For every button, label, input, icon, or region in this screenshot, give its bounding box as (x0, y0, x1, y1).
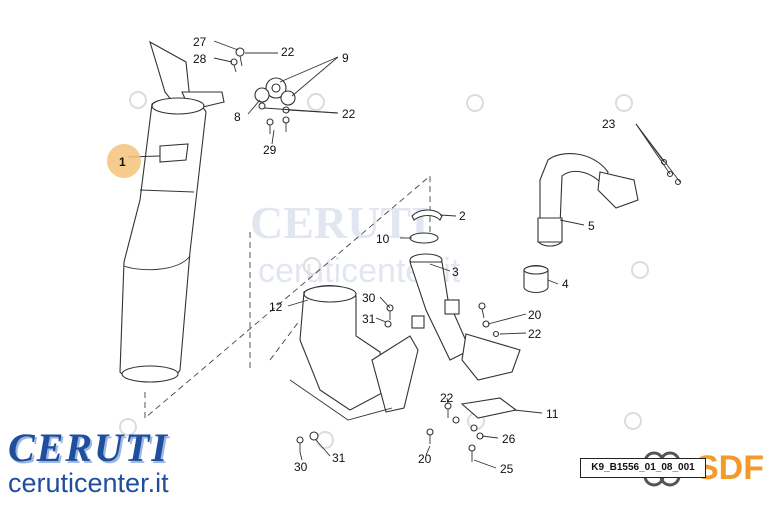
callout-8: 8 (234, 110, 241, 124)
callout-2: 2 (459, 209, 466, 223)
callout-20-upper: 20 (528, 308, 542, 322)
muffler-part-1 (119, 40, 225, 383)
leader-lines (127, 40, 681, 469)
callout-22-lower: 22 (440, 391, 454, 405)
drawing-reference-code: K9_B1556_01_08_001 (580, 458, 706, 478)
callout-3: 3 (452, 265, 459, 279)
callout-29: 29 (263, 143, 277, 157)
callout-labels: 1 2 3 4 5 8 9 10 11 12 20 20 22 22 22 22… (119, 35, 616, 476)
gasket-part-10 (409, 232, 439, 244)
hardware-top (230, 47, 296, 134)
callout-28: 28 (193, 52, 207, 66)
screws-hardware (296, 158, 682, 462)
callout-31-upper: 31 (362, 312, 376, 326)
elbow-pipe-part-5 (537, 153, 639, 247)
callout-20-lower: 20 (418, 452, 432, 466)
heat-shield-part-12 (289, 285, 419, 421)
callout-23: 23 (602, 117, 616, 131)
callout-22-right: 22 (528, 327, 542, 341)
callout-10: 10 (376, 232, 390, 246)
ceruti-logo-url: ceruticenter.it (8, 468, 169, 498)
ceruti-logo: CERUTI ceruticenter.it (8, 425, 228, 499)
callout-26: 26 (502, 432, 516, 446)
callout-22-top: 22 (281, 45, 295, 59)
sdf-logo-text: SDF (696, 449, 764, 487)
callout-1: 1 (119, 155, 126, 169)
callout-25: 25 (500, 462, 514, 476)
callout-12: 12 (269, 300, 283, 314)
callout-11: 11 (546, 407, 559, 421)
callout-4: 4 (562, 277, 569, 291)
pipe-part-3 (409, 253, 521, 381)
ceruti-logo-word: CERUTI (8, 425, 169, 470)
highlight-marker (107, 144, 141, 178)
callout-22-mid: 22 (342, 107, 356, 121)
assembly-guide-lines (144, 175, 431, 419)
clamp-part-2 (411, 209, 443, 221)
callout-27: 27 (193, 35, 207, 49)
callout-5: 5 (588, 219, 595, 233)
watermark-brand: CERUTI (250, 197, 429, 248)
callout-9: 9 (342, 51, 349, 65)
callout-30-lower: 30 (294, 460, 308, 474)
callout-31-lower: 31 (332, 451, 346, 465)
clamp-part-4 (523, 264, 549, 294)
callout-30-upper: 30 (362, 291, 376, 305)
